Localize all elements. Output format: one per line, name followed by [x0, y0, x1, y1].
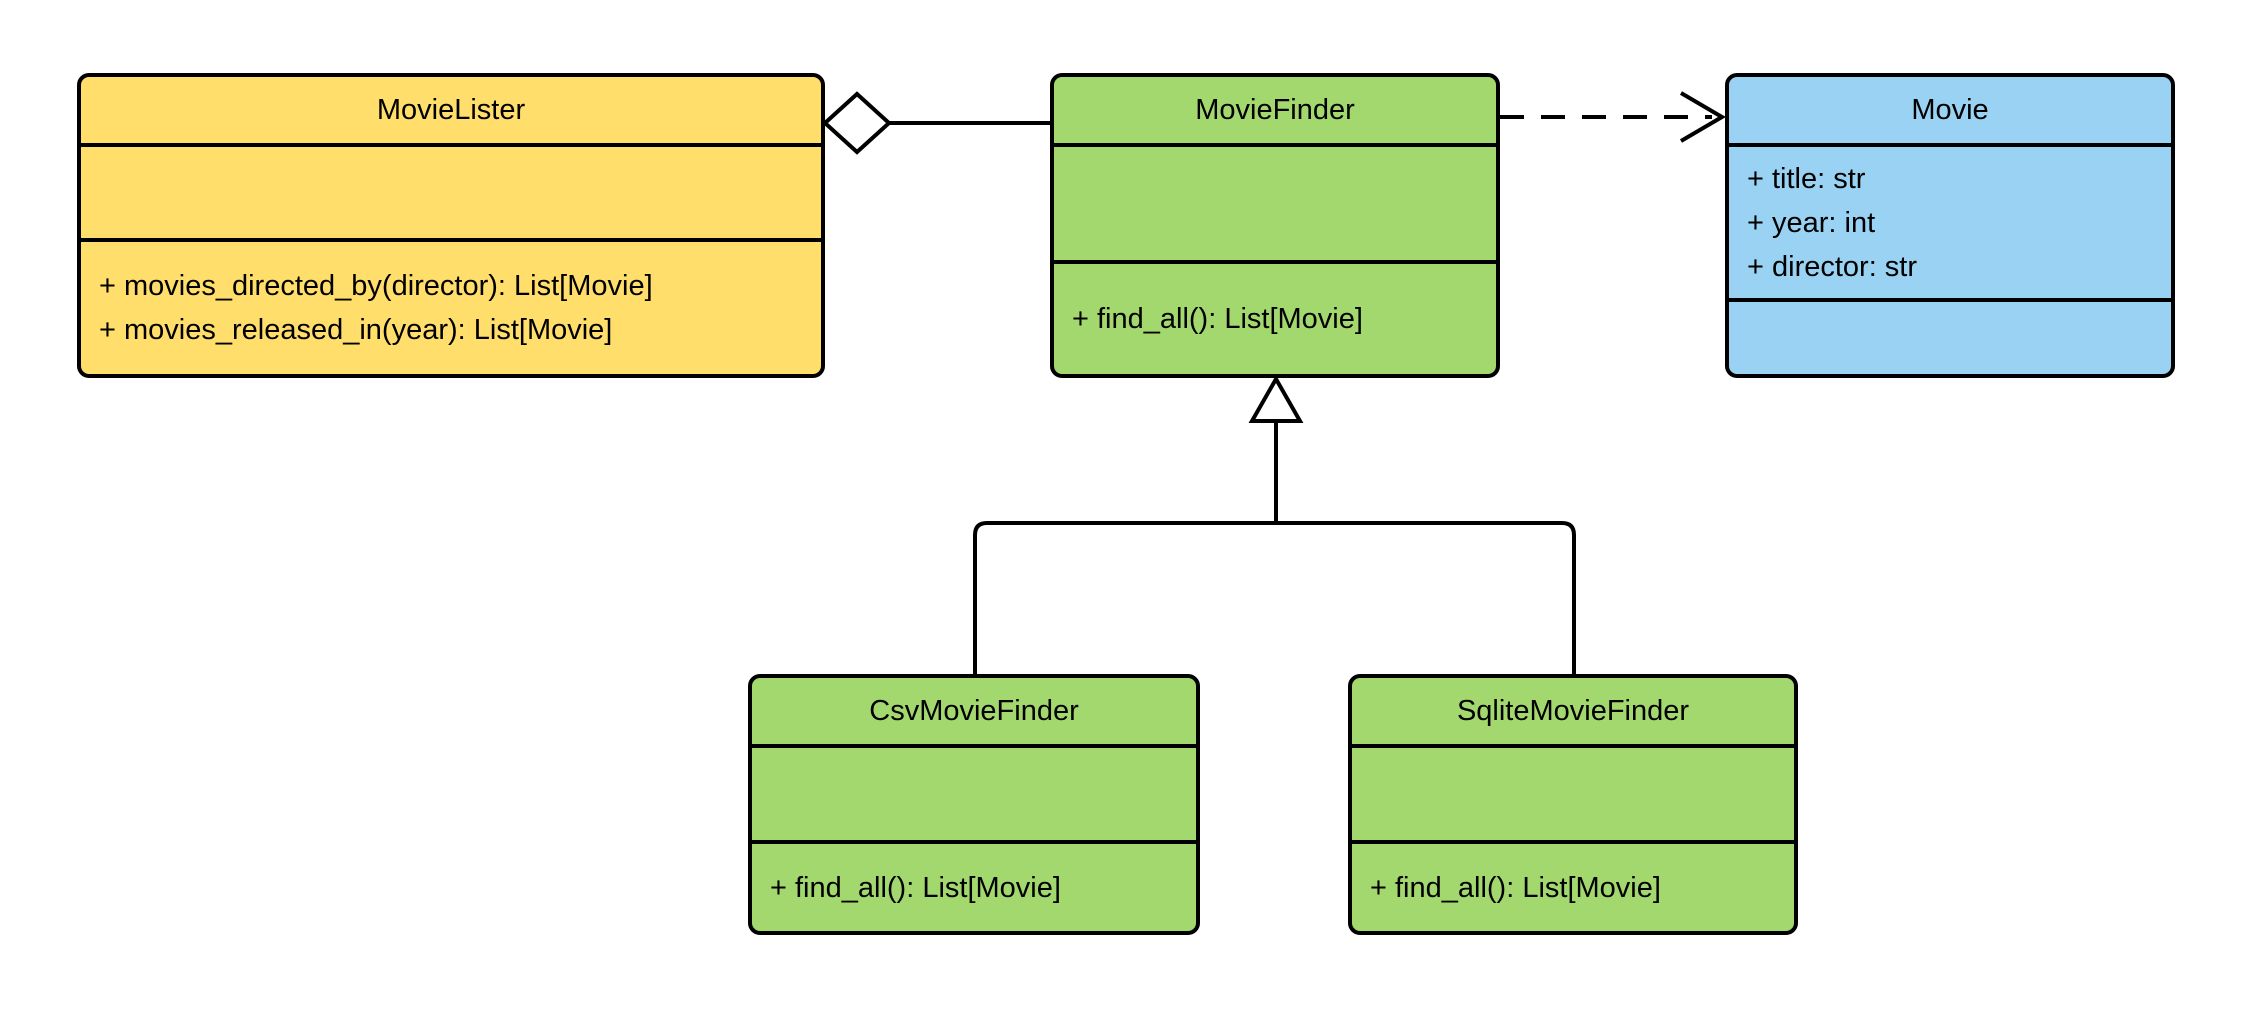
movielister-attributes-compartment — [81, 143, 821, 238]
csvmoviefinder-methods-compartment: + find_all(): List[Movie] — [752, 840, 1196, 931]
movie-methods-compartment — [1729, 298, 2171, 374]
movie-attributes-compartment: + title: str + year: int + director: str — [1729, 143, 2171, 298]
csvmoviefinder-title: CsvMovieFinder — [869, 694, 1079, 727]
sqlitemoviefinder-method: + find_all(): List[Movie] — [1370, 871, 1661, 904]
class-box-movielister: MovieLister + movies_directed_by(directo… — [77, 73, 825, 378]
dependency-open-arrowhead-icon — [1679, 91, 1726, 143]
movie-attribute: + year: int — [1747, 206, 1876, 239]
aggregation-diamond-icon — [822, 91, 892, 155]
generalization-triangle-icon — [1248, 374, 1304, 423]
sqlitemoviefinder-methods-compartment: + find_all(): List[Movie] — [1352, 840, 1794, 931]
moviefinder-method: + find_all(): List[Movie] — [1072, 303, 1363, 335]
movielister-method: + movies_directed_by(director): List[Mov… — [99, 270, 653, 302]
csvmoviefinder-method: + find_all(): List[Movie] — [770, 871, 1061, 904]
movie-attribute: + director: str — [1747, 250, 1918, 283]
sqlitemoviefinder-title: SqliteMovieFinder — [1456, 694, 1690, 727]
class-box-csvmoviefinder: CsvMovieFinder + find_all(): List[Movie] — [748, 674, 1200, 935]
movie-title: Movie — [1911, 93, 1989, 126]
movielister-methods-compartment: + movies_directed_by(director): List[Mov… — [81, 238, 821, 374]
sqlitemoviefinder-attributes-compartment — [1352, 744, 1794, 840]
generalization-branch — [973, 521, 1576, 676]
class-box-sqlitemoviefinder: SqliteMovieFinder + find_all(): List[Mov… — [1348, 674, 1798, 935]
aggregation-connector — [822, 91, 1050, 155]
csvmoviefinder-attributes-compartment — [752, 744, 1196, 840]
moviefinder-attributes-compartment — [1054, 143, 1496, 260]
dependency-connector — [1500, 91, 1726, 143]
class-box-moviefinder: MovieFinder + find_all(): List[Movie] — [1050, 73, 1500, 378]
moviefinder-methods-compartment: + find_all(): List[Movie] — [1054, 260, 1496, 374]
generalization-connector — [973, 374, 1576, 676]
movielister-title: MovieLister — [376, 93, 526, 126]
moviefinder-title: MovieFinder — [1195, 93, 1355, 126]
class-box-movie: Movie + title: str + year: int + directo… — [1725, 73, 2175, 378]
movie-attribute: + title: str — [1747, 162, 1866, 195]
movielister-method: + movies_released_in(year): List[Movie] — [99, 314, 613, 346]
